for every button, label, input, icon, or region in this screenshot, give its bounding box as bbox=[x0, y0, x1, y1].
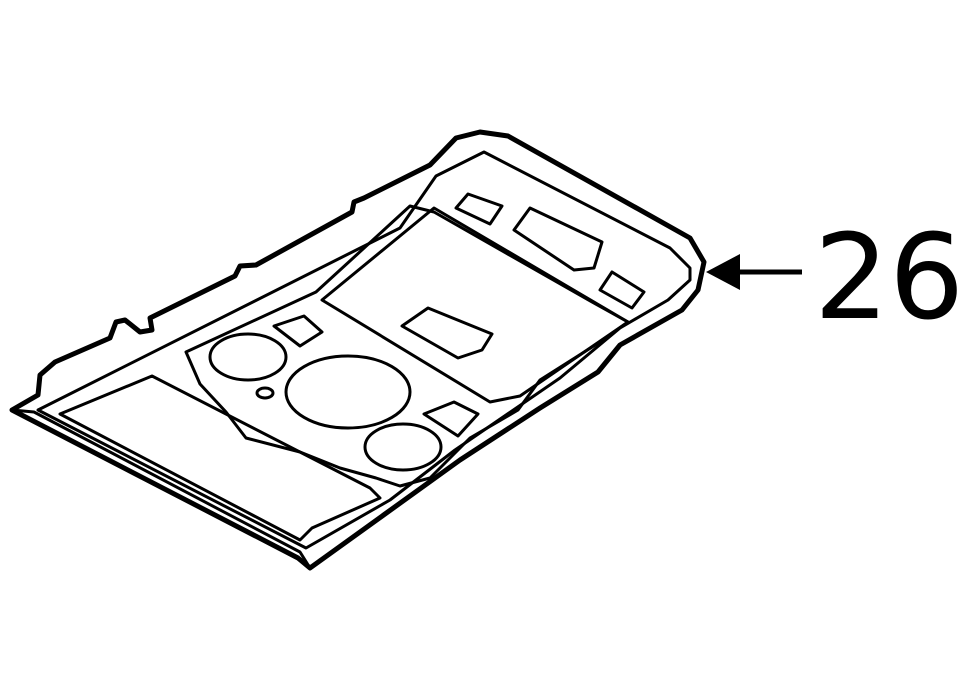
console-center-panel bbox=[184, 204, 630, 488]
callout-arrowhead bbox=[706, 254, 740, 290]
console-inner-rim bbox=[36, 150, 692, 550]
button-upper-left bbox=[454, 192, 504, 226]
button-right-small bbox=[422, 400, 480, 438]
sensor-hole bbox=[255, 386, 275, 400]
lens-left bbox=[208, 332, 288, 382]
overhead-console-part bbox=[9, 129, 707, 571]
callout-number: 26 bbox=[814, 208, 960, 346]
console-outer-outline bbox=[9, 129, 707, 571]
console-front-lip bbox=[10, 408, 312, 570]
button-left-small bbox=[272, 314, 324, 348]
lens-right bbox=[363, 422, 443, 472]
console-left-panel bbox=[58, 374, 382, 542]
console-upper-shelf bbox=[320, 206, 630, 404]
button-center bbox=[400, 306, 494, 360]
button-upper-right bbox=[598, 270, 646, 310]
map-light-lens bbox=[512, 206, 604, 272]
callout: 26 bbox=[706, 208, 960, 346]
lens-center bbox=[284, 354, 412, 430]
